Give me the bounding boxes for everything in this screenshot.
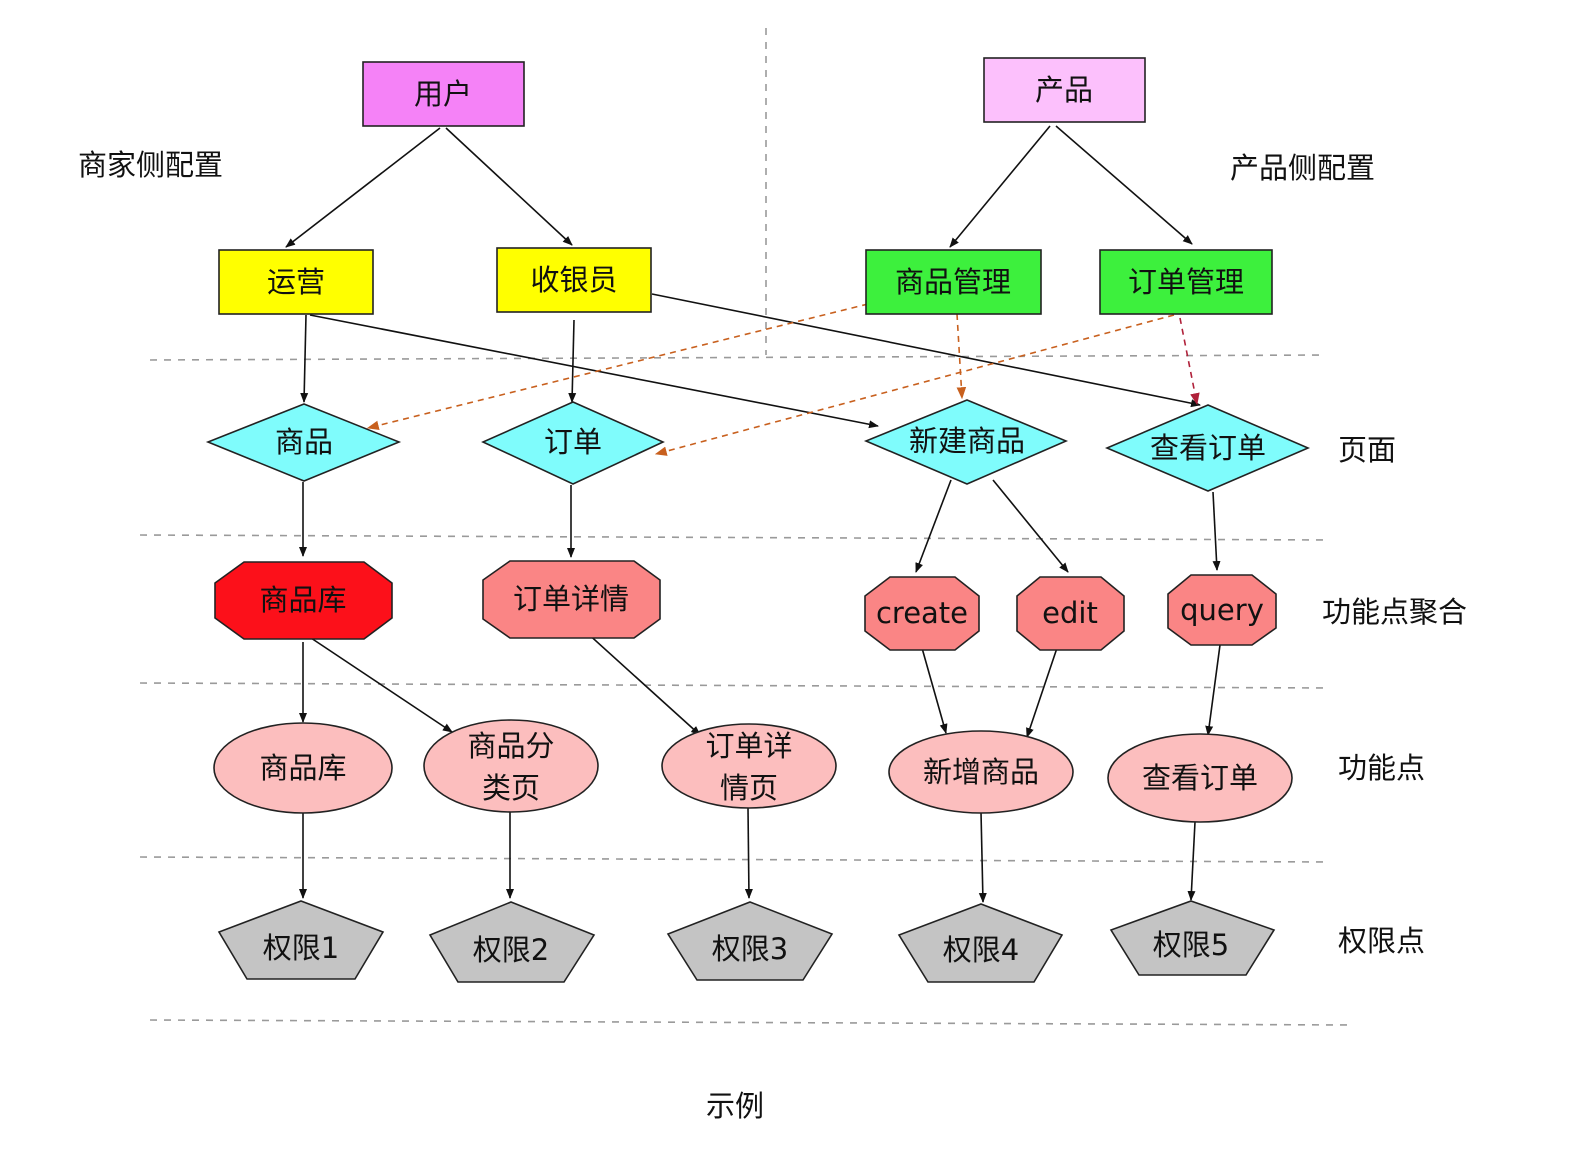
module-goods-mgmt-node[interactable]: 商品管理 bbox=[865, 249, 1042, 315]
layer-label-pages: 页面 bbox=[1338, 433, 1396, 467]
permission-3-node[interactable]: 权限3 bbox=[666, 901, 834, 981]
diagram-caption: 示例 bbox=[706, 1089, 764, 1123]
module-order-mgmt-label: 订单管理 bbox=[1128, 265, 1244, 299]
edge-feature-p4 bbox=[978, 811, 987, 903]
edge-newgoods-edit bbox=[992, 479, 1069, 573]
edge-edit-addgoods bbox=[1026, 647, 1058, 738]
feature-add-goods-node[interactable]: 新增商品 bbox=[888, 730, 1074, 814]
module-goods-mgmt-label: 商品管理 bbox=[895, 265, 1011, 299]
user-node-label: 用户 bbox=[414, 77, 472, 111]
permission-4-label: 权限4 bbox=[943, 933, 1019, 967]
page-view-order-node[interactable]: 查看订单 bbox=[1104, 404, 1311, 492]
feature-order-detail-node[interactable]: 订单详 情页 bbox=[661, 723, 837, 809]
layer-label-permissions: 权限点 bbox=[1338, 924, 1425, 958]
edge-newgoods-create bbox=[915, 479, 952, 573]
edge-user-ops bbox=[285, 127, 441, 248]
page-new-goods-label: 新建商品 bbox=[909, 424, 1025, 458]
edge-orderdetail-feature bbox=[574, 621, 701, 736]
user-node[interactable]: 用户 bbox=[362, 61, 525, 127]
permission-3-label: 权限3 bbox=[712, 932, 788, 966]
agg-edit-label: edit bbox=[1042, 596, 1098, 630]
feature-order-detail-label-line1: 订单详 bbox=[705, 729, 792, 763]
role-cashier-label: 收银员 bbox=[530, 263, 617, 297]
feature-view-order-node[interactable]: 查看订单 bbox=[1107, 733, 1293, 823]
edge-feature-p5 bbox=[1187, 821, 1196, 901]
edge-goodsmgmt-goods bbox=[366, 303, 869, 431]
product-side-label: 产品侧配置 bbox=[1230, 151, 1375, 185]
page-order-node[interactable]: 订单 bbox=[481, 401, 665, 485]
page-view-order-label: 查看订单 bbox=[1150, 431, 1266, 465]
permission-1-label: 权限1 bbox=[263, 931, 339, 965]
separator-permissions-bottom bbox=[149, 1019, 1351, 1026]
permission-2-label: 权限2 bbox=[473, 933, 549, 967]
edge-ops-goods bbox=[300, 314, 309, 403]
permission-1-node[interactable]: 权限1 bbox=[217, 900, 385, 980]
product-node[interactable]: 产品 bbox=[983, 57, 1146, 123]
edge-ordermgmt-vieworder bbox=[1179, 317, 1200, 406]
product-node-label: 产品 bbox=[1035, 73, 1093, 107]
merchant-side-label: 商家侧配置 bbox=[78, 148, 223, 182]
agg-edit-node[interactable]: edit bbox=[1016, 576, 1125, 651]
edge-product-ordermgmt bbox=[1055, 125, 1193, 245]
module-order-mgmt-node[interactable]: 订单管理 bbox=[1099, 249, 1273, 315]
feature-goods-category-label-line1: 商品分 bbox=[467, 729, 554, 763]
agg-goods-lib-node[interactable]: 商品库 bbox=[214, 561, 393, 640]
layer-label-feature-group: 功能点聚合 bbox=[1322, 595, 1467, 629]
dashed-edges bbox=[366, 303, 1200, 456]
agg-create-label: create bbox=[876, 596, 968, 630]
agg-goods-lib-label: 商品库 bbox=[259, 583, 346, 617]
agg-order-detail-node[interactable]: 订单详情 bbox=[482, 560, 661, 639]
feature-goods-category-label-line2: 类页 bbox=[482, 771, 540, 805]
agg-order-detail-label: 订单详情 bbox=[513, 582, 629, 616]
edge-cashier-order bbox=[568, 319, 577, 403]
feature-goods-lib-label: 商品库 bbox=[259, 751, 346, 785]
agg-create-node[interactable]: create bbox=[864, 576, 980, 651]
permission-5-label: 权限5 bbox=[1153, 928, 1229, 962]
separator-agg-bottom bbox=[139, 682, 1331, 689]
feature-goods-category-node[interactable]: 商品分 类页 bbox=[423, 719, 599, 813]
edge-feature-p3 bbox=[744, 807, 753, 899]
separator-features-bottom bbox=[139, 856, 1331, 863]
edge-ordermgmt-order bbox=[654, 314, 1175, 456]
permission-4-node[interactable]: 权限4 bbox=[897, 903, 1064, 983]
permission-5-node[interactable]: 权限5 bbox=[1109, 900, 1276, 976]
page-goods-node[interactable]: 商品 bbox=[205, 403, 402, 482]
layer-label-features: 功能点 bbox=[1338, 751, 1425, 785]
permission-2-node[interactable]: 权限2 bbox=[428, 901, 596, 983]
separator-pages-bottom bbox=[139, 534, 1331, 541]
edge-product-goodsmgmt bbox=[949, 125, 1051, 248]
edge-query-vieworder bbox=[1205, 644, 1221, 736]
feature-view-order-label: 查看订单 bbox=[1142, 761, 1258, 795]
page-goods-label: 商品 bbox=[275, 425, 333, 459]
edge-cashier-vieworder bbox=[651, 293, 1201, 408]
solid-edges bbox=[285, 125, 1221, 903]
separator-pages-top bbox=[149, 354, 1326, 361]
role-ops-node[interactable]: 运营 bbox=[218, 249, 374, 315]
agg-query-node[interactable]: query bbox=[1167, 574, 1277, 646]
agg-query-label: query bbox=[1180, 593, 1264, 627]
layer-separators bbox=[139, 28, 1351, 1026]
page-order-label: 订单 bbox=[544, 425, 602, 459]
edge-goodsmgmt-newgoods bbox=[956, 313, 967, 400]
feature-goods-lib-node[interactable]: 商品库 bbox=[213, 722, 393, 814]
feature-add-goods-label: 新增商品 bbox=[923, 755, 1039, 789]
page-new-goods-node[interactable]: 新建商品 bbox=[863, 399, 1069, 485]
role-ops-label: 运营 bbox=[267, 265, 325, 299]
edge-goodslib-category bbox=[307, 635, 453, 733]
feature-order-detail-label-line2: 情页 bbox=[720, 771, 778, 805]
edge-vieworder-query bbox=[1212, 491, 1221, 571]
edge-ops-newgoods bbox=[309, 314, 879, 429]
edge-create-addgoods bbox=[921, 647, 948, 734]
edge-user-cashier bbox=[445, 127, 573, 246]
role-cashier-node[interactable]: 收银员 bbox=[496, 247, 652, 313]
